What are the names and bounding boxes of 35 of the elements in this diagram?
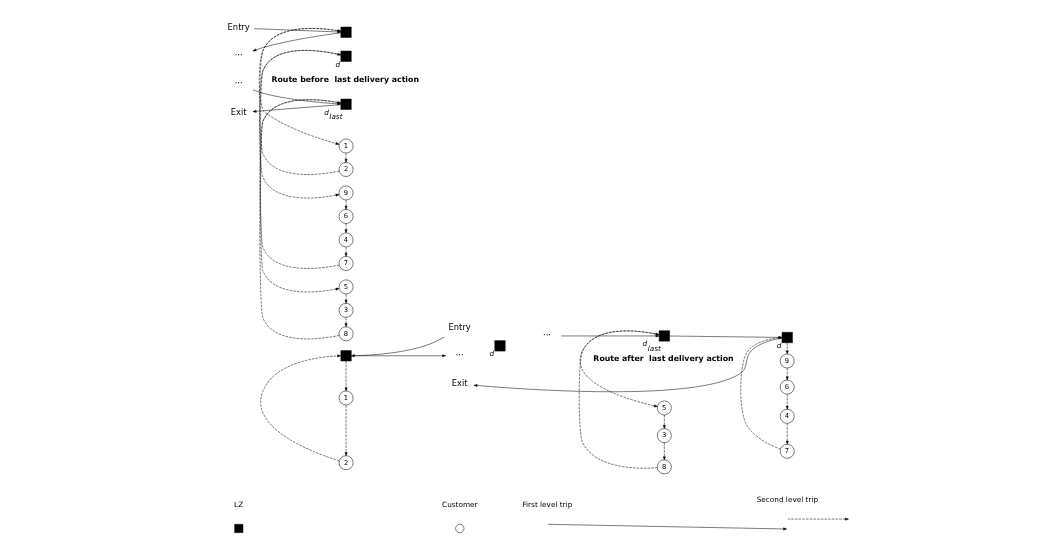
arrow <box>344 360 347 392</box>
arrow <box>344 293 347 304</box>
arrow <box>344 223 347 234</box>
node-box <box>340 50 352 62</box>
node-text: ··· <box>455 349 464 360</box>
node-box <box>340 350 352 362</box>
arrow <box>785 423 789 445</box>
arrow <box>785 393 789 410</box>
node-text: Entry <box>448 321 471 332</box>
arrow <box>785 342 789 355</box>
arrow <box>344 152 347 163</box>
node-text: ··· <box>542 329 551 340</box>
node-box <box>340 98 352 110</box>
arrow <box>560 334 659 338</box>
arrow <box>579 330 659 408</box>
arrow <box>662 442 666 461</box>
arrow <box>350 336 445 358</box>
arrow <box>785 367 789 381</box>
node-box <box>781 332 793 343</box>
arrow <box>344 317 347 327</box>
node-text: Entry <box>227 22 250 33</box>
arrow <box>350 354 446 358</box>
node-box <box>658 330 670 342</box>
arrow <box>259 354 341 461</box>
node-text: Exit <box>451 377 467 388</box>
node-text: ··· <box>234 50 243 61</box>
arrow <box>344 404 347 456</box>
node-box <box>340 26 352 38</box>
arrow <box>344 246 347 257</box>
node-box <box>494 340 505 352</box>
node-text: ··· <box>234 78 243 89</box>
arrow <box>578 330 659 469</box>
arrow <box>662 414 666 429</box>
arrow <box>344 199 347 210</box>
node-text: Exit <box>230 106 247 117</box>
